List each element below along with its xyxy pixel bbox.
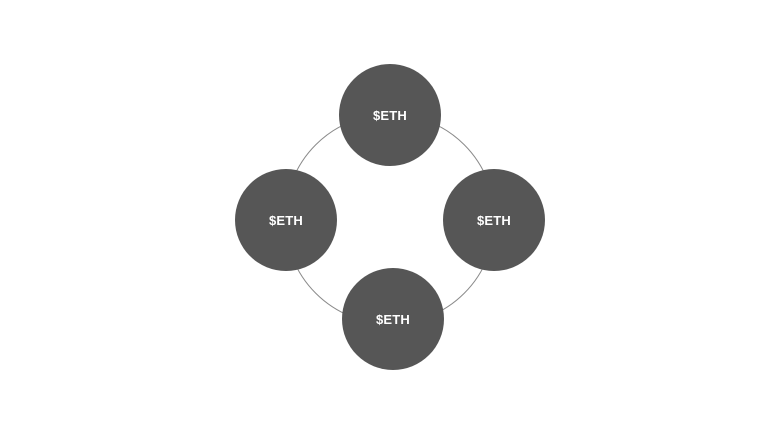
node-left-label: $ETH (268, 212, 304, 228)
node-top-label: $ETH (372, 107, 408, 123)
node-top[interactable]: $ETH (339, 64, 441, 166)
node-right-label: $ETH (476, 212, 512, 228)
node-bottom-label: $ETH (375, 311, 411, 327)
node-bottom[interactable]: $ETH (342, 268, 444, 370)
node-left[interactable]: $ETH (235, 169, 337, 271)
node-right[interactable]: $ETH (443, 169, 545, 271)
